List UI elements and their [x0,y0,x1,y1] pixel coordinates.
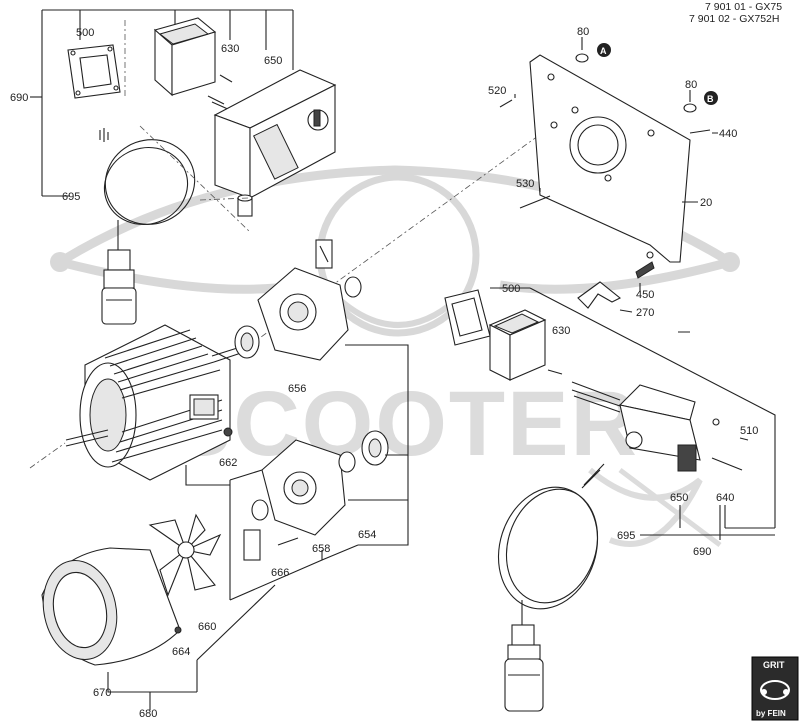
callout-650: 650 [264,55,282,67]
callout-520: 520 [488,85,506,97]
spring-450 [635,261,655,279]
callout-530: 530 [516,178,534,190]
knob-270 [577,281,622,309]
mounting-plate-20 [529,54,691,263]
marker-a: A [597,43,611,57]
callout-695-right: 695 [617,530,635,542]
callout-666: 666 [271,567,289,579]
switch-frame-right [488,309,547,381]
power-cable-695 [99,128,196,325]
screw-630b [547,369,563,375]
callout-662: 662 [219,457,237,469]
oil-seal-lower [338,451,356,473]
bearing-upper [234,325,260,359]
callout-500: 500 [76,27,94,39]
washer-80a [575,53,589,63]
model-number-line-1: 7 901 01 - GX75 [705,1,782,13]
switch-frame [153,17,217,97]
end-shield-upper [257,267,349,361]
callout-20: 20 [700,197,712,209]
grit-by-fein-logo: GRIT by FEIN [751,656,799,721]
callout-695: 695 [62,191,80,203]
svg-text:GRIT: GRIT [763,660,785,670]
screw-664 [174,626,182,634]
callout-labels: 500 630 650 690 695 80 80 520 440 530 20… [10,26,758,720]
callout-680: 680 [139,708,157,720]
screw-666 [277,537,299,546]
scooter-watermark: SCOOTER [50,165,740,547]
callout-440: 440 [719,128,737,140]
screw-530 [519,195,551,209]
svg-text:by FEIN: by FEIN [756,709,786,718]
gasket-500b [444,289,491,346]
marker-b: B [704,91,718,105]
fan-660 [148,513,222,597]
callout-640: 640 [716,492,734,504]
motor-body [65,324,251,481]
brush-box-upper [315,239,333,269]
brush-box-lower [243,529,261,561]
callout-510: 510 [740,425,758,437]
screw-662 [223,427,233,437]
screw-510 [739,437,749,441]
cooling-fins [104,329,223,463]
callout-630: 630 [221,43,239,55]
callout-664: 664 [172,646,190,658]
watermark-text: SCOOTER [170,373,639,475]
callout-270: 270 [636,307,654,319]
callout-630-right: 630 [552,325,570,337]
screw-520 [499,99,513,108]
svg-text:A: A [600,46,607,56]
callout-656: 656 [288,383,306,395]
model-number-line-2: 7 901 02 - GX752H [689,13,779,25]
callout-450: 450 [636,289,654,301]
callout-80-a: 80 [577,26,589,38]
callout-660: 660 [198,621,216,633]
callout-650-right: 650 [670,492,688,504]
callout-500-right: 500 [502,283,520,295]
switch-assembly-right [444,287,776,712]
callout-690-right: 690 [693,546,711,558]
gasket-500 [67,44,121,99]
bearing-lower [361,430,389,466]
svg-text:B: B [707,94,714,104]
washer-lower [251,499,269,521]
power-cable-695b [497,463,605,712]
washer-80b [683,103,697,113]
screw-640 [711,457,743,471]
callout-670: 670 [93,687,111,699]
screw-440 [689,129,711,134]
fan-cover-670 [41,547,181,666]
switch-housing-650 [213,69,337,199]
switch-assembly-top [30,9,337,325]
callout-690: 690 [10,92,28,104]
switch-housing-650b [571,381,701,472]
end-shield-lower [261,439,346,536]
callout-658: 658 [312,543,330,555]
callout-80-b: 80 [685,79,697,91]
oil-seal-upper [344,276,362,298]
callout-654: 654 [358,529,376,541]
